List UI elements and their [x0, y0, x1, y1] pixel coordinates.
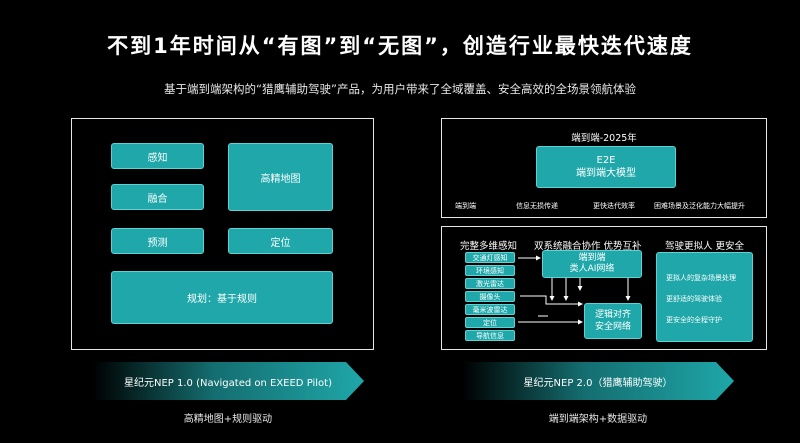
localization-box: 定位 [228, 228, 333, 254]
sensor-item: 环境感知 [465, 265, 515, 276]
e2e-model-line1: E2E [596, 155, 616, 166]
e2e-panel [441, 118, 767, 218]
prediction-box: 预测 [111, 228, 204, 254]
e2e-model-box: E2E 端到端大模型 [536, 146, 676, 188]
nep2-banner-label: 星纪元NEP 2.0（猎鹰辅助驾驶） [523, 377, 673, 389]
nep1-caption: 高精地图+规则驱动 [183, 414, 273, 425]
benefit-3: 更快迭代效率 [593, 202, 635, 210]
page-subtitle: 基于端到端架构的“猎鹰辅助驾驶”产品，为用户带来了全域覆盖、安全高效的全场景领航… [164, 82, 636, 96]
dual-system-panel [441, 226, 767, 350]
nep2-banner: 星纪元NEP 2.0（猎鹰辅助驾驶） [462, 362, 734, 400]
safety-line2: 安全网络 [594, 322, 631, 332]
driving-benefit: 更舒适的驾驶体验 [666, 295, 722, 303]
nep1-banner-label: 星纪元NEP 1.0 (Navigated on EXEED Pilot) [124, 377, 332, 389]
nep2-banner-arrow [462, 362, 734, 400]
sensor-item: 定位 [465, 317, 515, 328]
benefit-1: 端到端 [455, 202, 476, 210]
fusion-section-label: 双系统融合协作 优势互补 [534, 241, 642, 252]
driving-benefits-box: 更拟人的复杂场景处理 更舒适的驾驶体验 更安全的全程守护 [656, 252, 753, 342]
sensor-item: 交通灯感知 [465, 252, 515, 263]
e2e-model-line2: 端到端大模型 [576, 168, 636, 179]
driving-benefit: 更拟人的复杂场景处理 [666, 274, 736, 282]
safety-line1: 逻辑对齐 [594, 310, 631, 320]
fusion-box: 融合 [111, 184, 204, 210]
perception-box: 感知 [111, 143, 204, 169]
page-title: 不到1年时间从“有图”到“无图”，创造行业最快迭代速度 [107, 34, 693, 58]
nep1-banner: 星纪元NEP 1.0 (Navigated on EXEED Pilot) [92, 362, 364, 400]
e2e-ai-network-box: 端到端 类人AI网络 [542, 250, 642, 278]
nep2-caption: 端到端架构+数据驱动 [548, 414, 648, 425]
perception-section-label: 完整多维感知 [460, 241, 518, 252]
e2e-title: 端到端-2025年 [571, 133, 637, 144]
benefit-2: 信息无损传递 [516, 202, 558, 210]
driving-section-label: 驾驶更拟人 更安全 [665, 241, 745, 252]
sensor-item: 导航信息 [465, 330, 515, 341]
nep1-panel [71, 118, 374, 350]
hd-map-box: 高精地图 [228, 143, 333, 211]
sensor-item: 摄像头 [465, 291, 515, 302]
nep1-banner-arrow [92, 362, 364, 400]
driving-benefit: 更安全的全程守护 [666, 316, 722, 324]
e2e-ai-line1: 端到端 [578, 253, 606, 263]
e2e-ai-line2: 类人AI网络 [569, 264, 615, 274]
planning-box: 规划：基于规则 [111, 271, 333, 324]
sensor-item: 毫米波雷达 [465, 304, 515, 315]
benefit-4: 困难场景及泛化能力大幅提升 [654, 202, 745, 210]
sensor-item: 激光雷达 [465, 278, 515, 289]
safety-network-box: 逻辑对齐 安全网络 [584, 303, 642, 339]
